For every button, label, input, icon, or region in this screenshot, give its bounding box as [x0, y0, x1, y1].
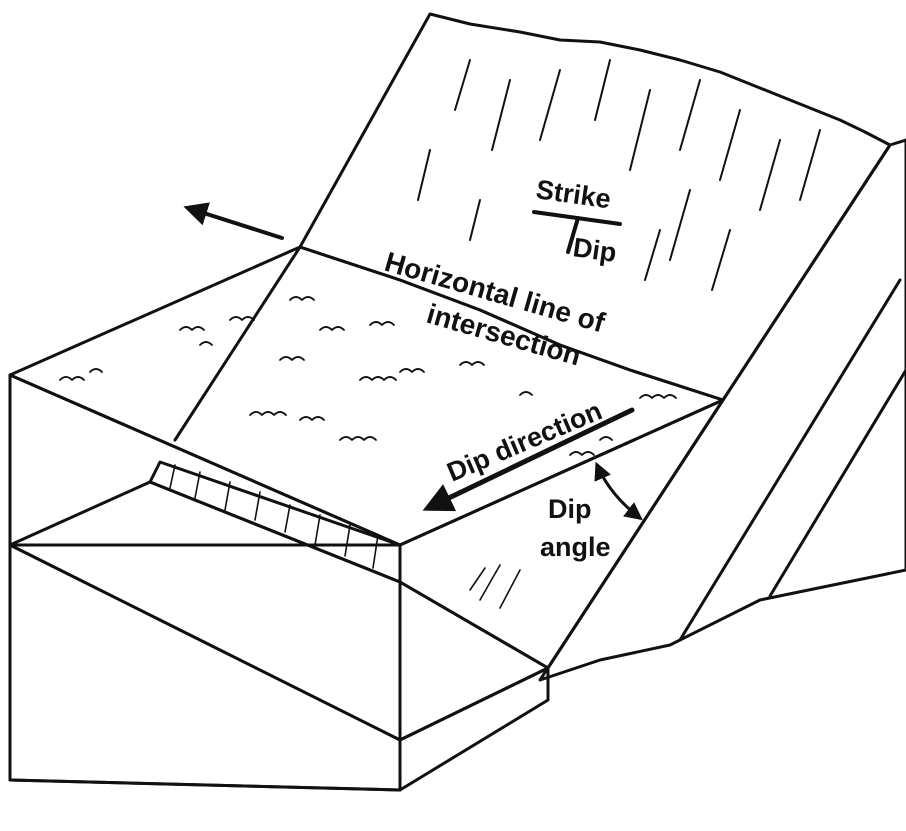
basement-side — [400, 668, 548, 790]
strike-dip-symbol: Strike Dip — [534, 174, 620, 268]
basement-base — [10, 780, 400, 790]
strike-symbol-label: Strike — [534, 174, 612, 214]
strike-arrow — [188, 208, 282, 238]
dip-direction-label: Dip direction — [443, 395, 607, 487]
dip-angle-label-line2: angle — [540, 532, 611, 562]
lower-plane — [10, 482, 548, 740]
plane-streaks — [418, 60, 820, 290]
buried-plane-right-streaks — [470, 565, 520, 608]
top-horizontal-surface — [10, 247, 723, 545]
buried-plane — [150, 462, 400, 582]
basement-layer — [10, 545, 400, 790]
dip-angle-arc — [597, 465, 640, 518]
buried-plane-streaks — [170, 465, 378, 568]
dip-angle-label-line1: Dip — [548, 494, 592, 524]
hill-side-lines — [680, 280, 906, 640]
dip-symbol-label: Dip — [571, 232, 618, 268]
